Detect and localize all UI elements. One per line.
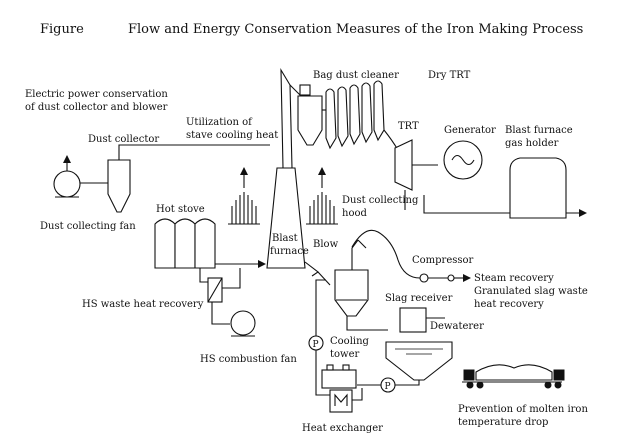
label-dust-hood-1: Dust collecting bbox=[342, 195, 419, 206]
torpedo-car bbox=[462, 364, 565, 389]
pump-right-label: P bbox=[385, 382, 391, 392]
label-dewaterer: Dewaterer bbox=[430, 321, 484, 332]
label-blow: Blow bbox=[313, 239, 339, 250]
label-dry-trt: Dry TRT bbox=[428, 70, 471, 81]
pump-right: P bbox=[357, 377, 396, 393]
label-hs-combustion-fan: HS combustion fan bbox=[200, 354, 297, 365]
label-steam-recovery: Steam recovery bbox=[474, 273, 554, 284]
label-dust-hood-2: hood bbox=[342, 208, 367, 219]
label-prevention-2: temperature drop bbox=[458, 417, 548, 428]
hs-waste-heat-recovery bbox=[199, 268, 241, 325]
label-dust-collector: Dust collector bbox=[88, 134, 159, 145]
label-electric-power-1: Electric power conservation bbox=[25, 89, 168, 100]
figure-title: Flow and Energy Conservation Measures of… bbox=[128, 22, 583, 37]
label-cooling-1: Cooling bbox=[330, 336, 370, 347]
label-bag-dust-cleaner: Bag dust cleaner bbox=[313, 70, 399, 81]
label-hs-waste-heat: HS waste heat recovery bbox=[82, 299, 204, 310]
label-gas-holder-2: gas holder bbox=[505, 138, 559, 149]
label-granulated-2: heat recovery bbox=[474, 299, 544, 310]
gas-holder bbox=[423, 157, 587, 219]
dust-collecting-hood bbox=[306, 167, 338, 225]
label-cooling-2: tower bbox=[330, 349, 360, 360]
label-heat-exchanger: Heat exchanger bbox=[302, 423, 383, 434]
label-granulated-1: Granulated slag waste bbox=[474, 286, 588, 297]
hot-stove bbox=[154, 218, 266, 269]
settling-tank bbox=[385, 341, 453, 386]
dust-collecting-fan bbox=[53, 155, 108, 198]
label-dust-collecting-fan: Dust collecting fan bbox=[40, 221, 136, 232]
label-electric-power-2: of dust collector and blower bbox=[25, 102, 168, 113]
pump-left-label: P bbox=[313, 340, 319, 350]
bag-dust-cleaner bbox=[297, 80, 399, 151]
label-trt: TRT bbox=[398, 121, 419, 132]
granulation-tank bbox=[334, 239, 369, 317]
label-blast-furnace-2: furnace bbox=[270, 246, 309, 257]
dust-collector bbox=[107, 144, 270, 213]
figure-label: Figure bbox=[40, 22, 84, 37]
label-slag-receiver: Slag receiver bbox=[385, 293, 453, 304]
label-compressor: Compressor bbox=[412, 255, 474, 266]
blast-furnace bbox=[266, 67, 306, 269]
trt-turbine bbox=[394, 139, 438, 210]
label-utilization-1: Utilization of bbox=[186, 117, 253, 128]
pump-left: P bbox=[308, 279, 330, 396]
heat-exchanger bbox=[329, 388, 363, 413]
generator bbox=[443, 140, 483, 180]
label-prevention-1: Prevention of molten iron bbox=[458, 404, 588, 415]
cooling-tower bbox=[321, 364, 357, 389]
label-gas-holder-1: Blast furnace bbox=[505, 125, 573, 136]
hs-combustion-fan bbox=[230, 310, 256, 337]
stave-cooling-comb-left bbox=[228, 167, 260, 225]
label-utilization-2: stave cooling heat bbox=[186, 130, 278, 141]
slag-receiver bbox=[346, 307, 445, 333]
label-hot-stove: Hot stove bbox=[156, 204, 205, 215]
label-generator: Generator bbox=[444, 125, 496, 136]
compressor bbox=[419, 273, 471, 283]
steam-pipe bbox=[351, 229, 421, 279]
runner bbox=[304, 261, 331, 286]
label-blast-furnace-1: Blast bbox=[272, 233, 298, 244]
